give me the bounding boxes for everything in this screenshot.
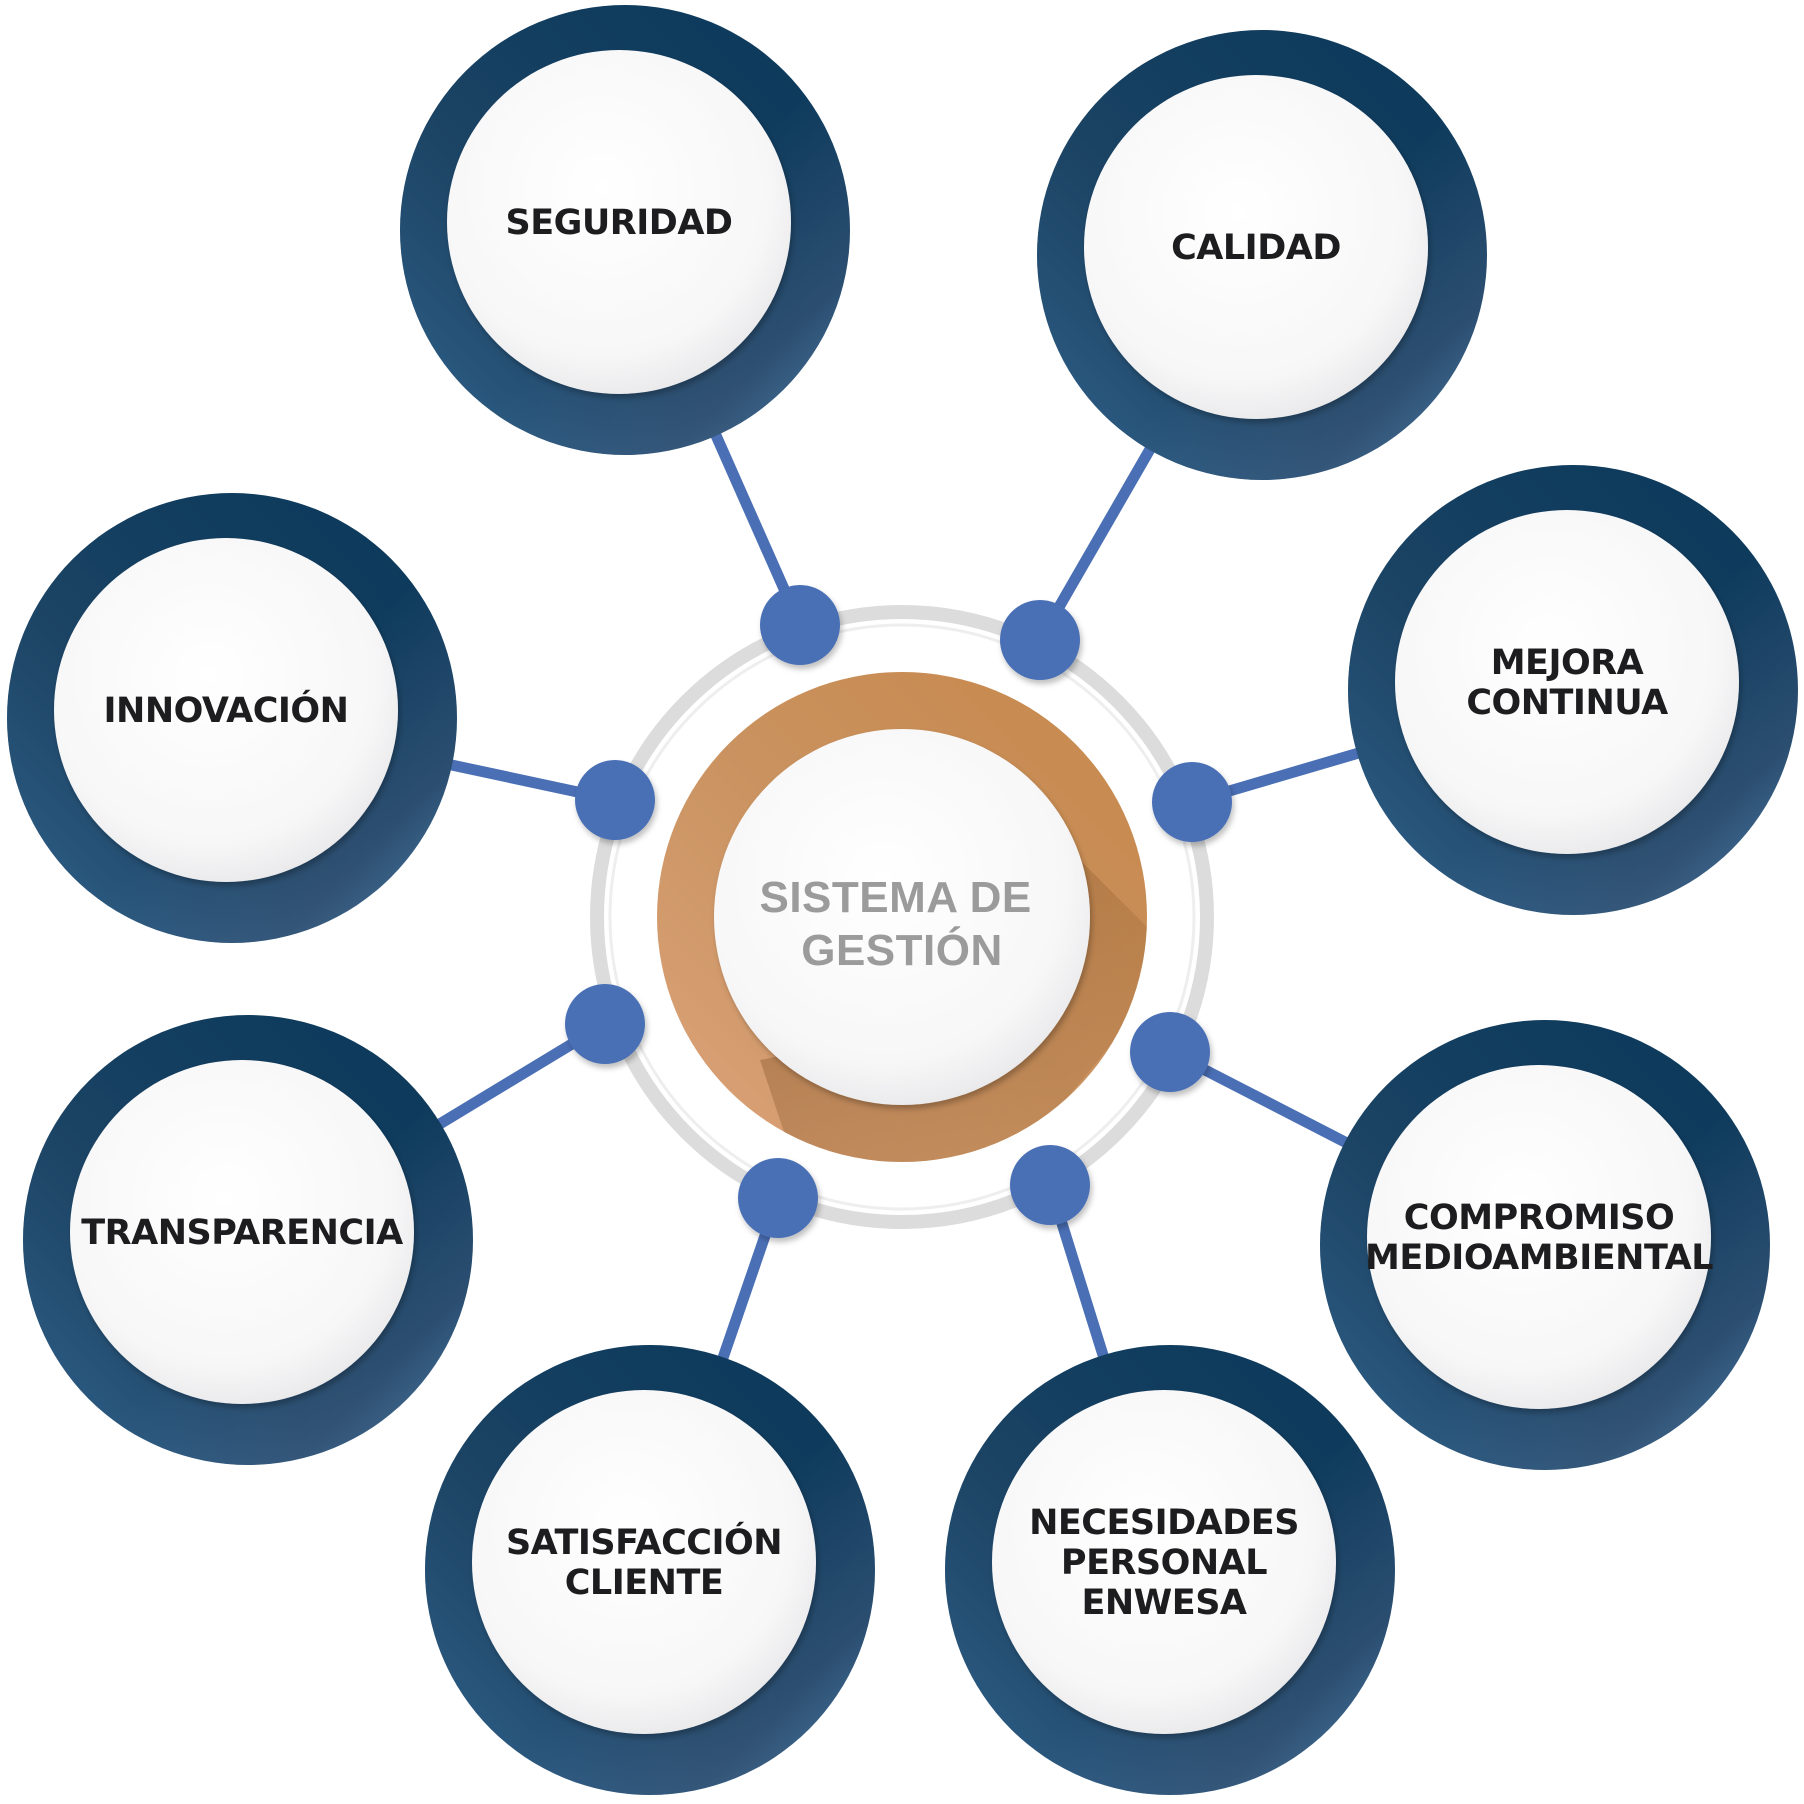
node-label-line: CONTINUA [1466,683,1668,723]
node-transparencia: TRANSPARENCIA [23,1015,473,1465]
node-label-transparencia: TRANSPARENCIA [81,1213,403,1253]
node-disc-calidad [1084,75,1428,419]
node-disc-satisfaccion-cliente [472,1390,816,1734]
connector-dot-seguridad [760,585,840,665]
node-label-calidad: CALIDAD [1171,228,1341,268]
center-label-line-2: GESTIÓN [801,925,1003,975]
node-label-line: CLIENTE [565,1563,724,1603]
node-disc-necesidades-personal-enwesa [992,1390,1336,1734]
node-label-line: MEJORA [1491,643,1644,683]
node-disc-transparencia [70,1060,414,1404]
node-label-line: INNOVACIÓN [104,689,349,731]
hub-center-disc [714,729,1090,1105]
connector-dot-mejora-continua [1152,762,1232,842]
node-innovacion: INNOVACIÓN [7,493,457,943]
connector-dot-innovacion [575,760,655,840]
node-label-line: SEGURIDAD [506,203,733,243]
connector-dot-satisfaccion-cliente [738,1158,818,1238]
connector-dots [565,585,1232,1238]
node-label-line: NECESIDADES [1029,1503,1299,1543]
connector-dot-compromiso-medioambiental [1130,1012,1210,1092]
node-disc-seguridad [447,50,791,394]
node-label-line: TRANSPARENCIA [81,1213,403,1253]
hub-outer-ring-inner [608,623,1196,1211]
connector-dot-transparencia [565,984,645,1064]
hub-outer-ring [590,605,1214,1229]
connector-dot-necesidades-personal-enwesa [1010,1145,1090,1225]
node-label-line: MEDIOAMBIENTAL [1365,1238,1713,1278]
node-label-innovacion: INNOVACIÓN [104,689,349,731]
node-label-line: PERSONAL [1061,1543,1267,1583]
node-calidad: CALIDAD [1037,30,1487,480]
node-disc-compromiso-medioambiental [1367,1065,1711,1409]
node-seguridad: SEGURIDAD [400,5,850,455]
center-label: SISTEMA DE GESTIÓN [759,873,1044,975]
node-label-line: SATISFACCIÓN [506,1521,782,1563]
node-disc-innovacion [54,538,398,882]
node-label-line: ENWESA [1081,1583,1246,1623]
connector-dot-calidad [1000,600,1080,680]
node-label-seguridad: SEGURIDAD [506,203,733,243]
node-label-line: COMPROMISO [1404,1198,1674,1238]
node-label-line: CALIDAD [1171,228,1341,268]
center-label-line-1: SISTEMA DE [759,873,1031,922]
node-disc-mejora-continua [1395,510,1739,854]
